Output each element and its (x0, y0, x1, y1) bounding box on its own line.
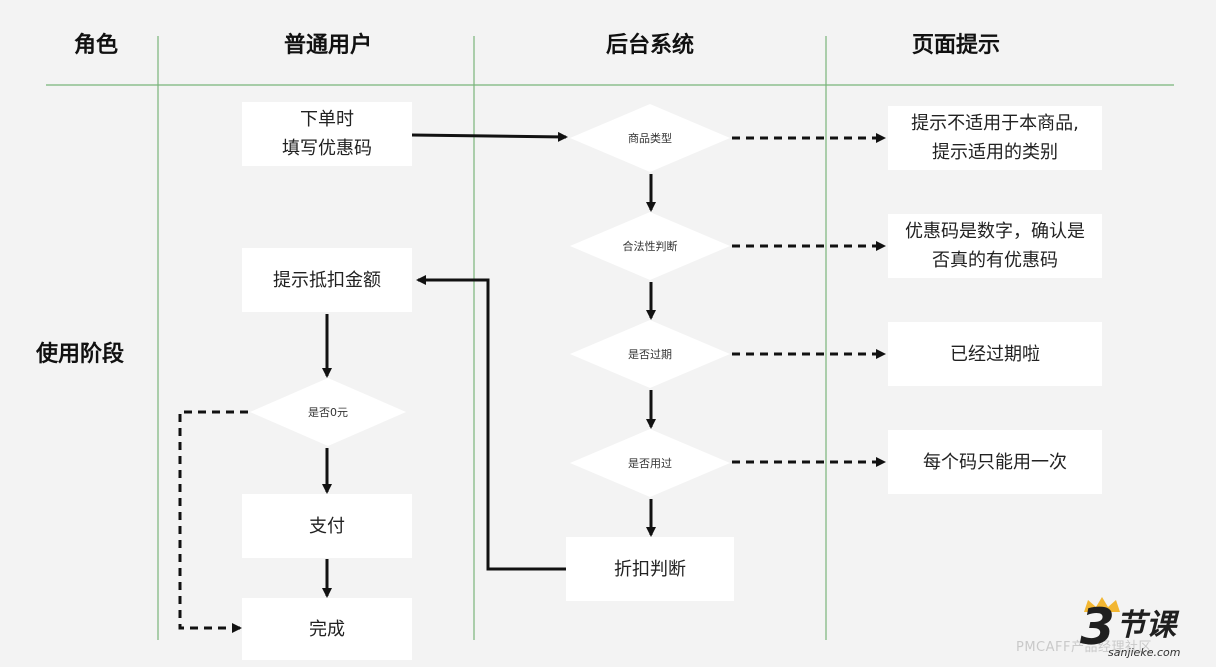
column-header-role: 角色 (73, 33, 118, 58)
logo-url: sanjieke.com (1108, 646, 1181, 659)
done-label: 完成 (309, 618, 345, 640)
discount-judge-label: 折扣判断 (614, 558, 686, 580)
pay-box: 支付 (242, 494, 412, 558)
order-box-label: 下单时 填写优惠码 (282, 109, 372, 159)
show-discount-box: 提示抵扣金额 (242, 248, 412, 312)
diamond-used (570, 429, 730, 497)
pay-label: 支付 (309, 515, 345, 537)
phase-label: 使用阶段 (35, 342, 124, 367)
diamond-label-validity: 合法性判断 (622, 240, 678, 253)
crown-icon (1084, 597, 1120, 612)
diamond-label-zero-amount: 是否0元 (308, 406, 348, 419)
logo-number: 3 (1080, 598, 1115, 656)
order-box: 下单时 填写优惠码 (242, 102, 412, 166)
hint-box-2: 优惠码是数字，确认是 否真的有优惠码 (888, 214, 1102, 278)
arrow-order-to-type (411, 131, 568, 142)
logo-text: 节课 (1116, 608, 1176, 643)
diamond-expired (570, 320, 730, 388)
show-discount-label: 提示抵扣金额 (273, 269, 381, 291)
sanjieke-logo: 3 节课 sanjieke.com (1074, 596, 1204, 662)
hint-label-3: 已经过期啦 (950, 343, 1040, 365)
diamond-product-type (570, 104, 730, 172)
diamond-validity (570, 212, 730, 280)
arrow-discount-to-prompt (416, 275, 566, 571)
watermark-text: PMCAFF产品经理社区 (1016, 640, 1152, 655)
watermark: PMCAFF产品经理社区 (1016, 636, 1152, 655)
hint-label-1: 提示不适用于本商品, 提示适用的类别 (911, 113, 1079, 163)
column-header-backend: 后台系统 (605, 33, 694, 58)
discount-judge-box: 折扣判断 (566, 537, 734, 601)
hint-box-4: 每个码只能用一次 (888, 430, 1102, 494)
dashed-arrow-zero-to-done (178, 410, 248, 633)
diamond-zero-amount (250, 378, 406, 446)
hint-box-3: 已经过期啦 (888, 322, 1102, 386)
diamond-label-used: 是否用过 (628, 457, 672, 470)
diamond-label-expired: 是否过期 (628, 348, 672, 361)
hint-label-4: 每个码只能用一次 (923, 451, 1067, 473)
hint-label-2: 优惠码是数字，确认是 否真的有优惠码 (905, 221, 1085, 271)
diamond-label-product-type: 商品类型 (628, 132, 672, 145)
done-box: 完成 (242, 598, 412, 660)
column-header-hint: 页面提示 (911, 33, 1000, 58)
hint-box-1: 提示不适用于本商品, 提示适用的类别 (888, 106, 1102, 170)
column-header-user: 普通用户 (283, 33, 372, 58)
